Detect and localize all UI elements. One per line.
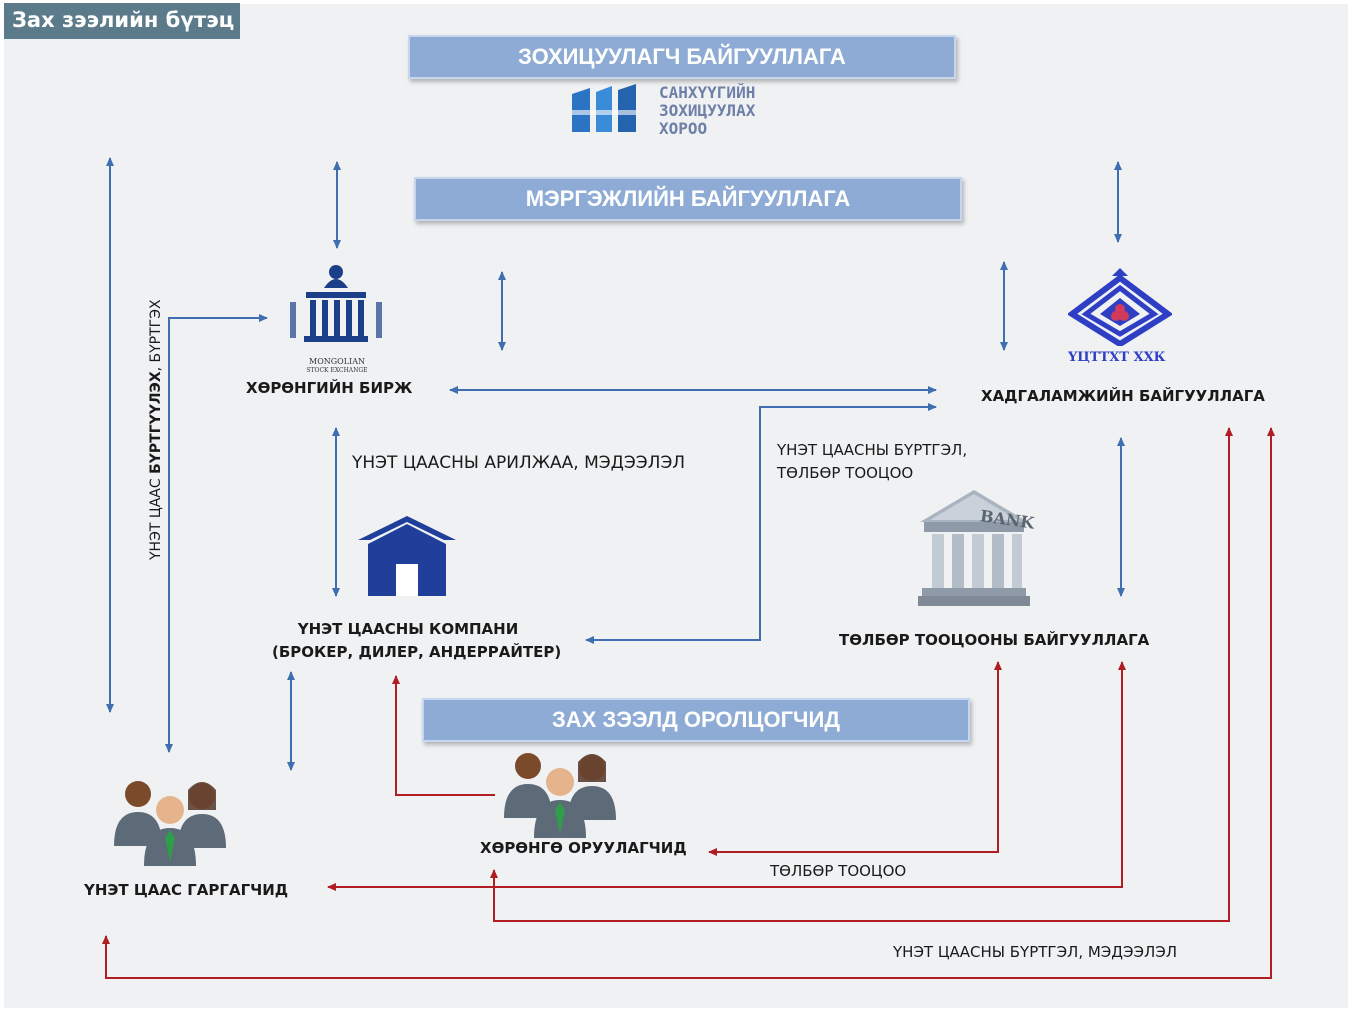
node-issuers: ҮНЭТ ЦААС ГАРГАГЧИД xyxy=(84,881,289,899)
edge-label-registration-payment-1: ҮНЭТ ЦААСНЫ БҮРТГЭЛ, xyxy=(777,441,968,459)
edge-label-payment: ТӨЛБӨР ТООЦОО xyxy=(770,862,907,880)
edge-label-trading-info: ҮНЭТ ЦААСНЫ АРИЛЖАА, МЭДЭЭЛЭЛ xyxy=(352,453,686,473)
edge-label-registration-info: ҮНЭТ ЦААСНЫ БҮРТГЭЛ, МЭДЭЭЛЭЛ xyxy=(893,943,1177,961)
vertical-label-bold: БҮРТГҮҮЛЭХ xyxy=(148,371,164,474)
stock-exchange-logo-caption-2: STOCK EXCHANGE xyxy=(306,367,368,374)
edge-label-vertical-registration: ҮНЭТ ЦААС БҮРТГҮҮЛЭХ, БҮРТГЭХ xyxy=(148,299,164,560)
page-title: Зах зээлийн бүтэц xyxy=(4,3,240,39)
node-investors: ХӨРӨНГӨ ОРУУЛАГЧИД xyxy=(480,839,687,857)
regulator-logo-line3: ХОРОО xyxy=(659,119,708,138)
depository-logo-caption: ҮЦТТХТ ХХК xyxy=(1068,350,1166,365)
node-securities-company-line1: ҮНЭТ ЦААСНЫ КОМПАНИ xyxy=(297,620,519,638)
regulator-logo-line2: ЗОХИЦУУЛАХ xyxy=(659,101,756,120)
stock-exchange-logo-icon xyxy=(290,265,382,342)
node-stock-exchange: ХӨРӨНГИЙН БИРЖ xyxy=(246,379,413,397)
arrow-depository-issuers xyxy=(102,427,1275,979)
house-icon xyxy=(358,516,456,596)
professional-banner: МЭРГЭЖЛИЙН БАЙГУУЛЛАГА xyxy=(414,177,962,221)
depository-logo-icon xyxy=(1068,268,1172,346)
node-securities-company-line2: (БРОКЕР, ДИЛЕР, АНДЕРРАЙТЕР) xyxy=(272,643,562,661)
issuers-people-icon xyxy=(114,781,226,866)
investors-people-icon xyxy=(504,753,616,838)
regulator-banner: ЗОХИЦУУЛАГЧ БАЙГУУЛЛАГА xyxy=(408,35,956,79)
vertical-label-prefix: ҮНЭТ ЦААС xyxy=(148,473,164,560)
edge-label-registration-payment-2: ТӨЛБӨР ТООЦОО xyxy=(777,464,914,482)
vertical-label-suffix: , БҮРТГЭХ xyxy=(148,299,164,372)
stock-exchange-logo-caption-1: MONGOLIAN xyxy=(309,357,365,366)
bank-building-icon xyxy=(918,490,1030,606)
node-depository: ХАДГАЛАМЖИЙН БАЙГУУЛЛАГА xyxy=(981,387,1265,405)
participants-banner: ЗАХ ЗЭЭЛД ОРОЛЦОГЧИД xyxy=(422,698,970,742)
regulator-logo-icon xyxy=(572,84,636,132)
regulator-logo-line1: САНХҮҮГИЙН xyxy=(659,83,756,102)
node-settlement-org: ТӨЛБӨР ТООЦООНЫ БАЙГУУЛЛАГА xyxy=(839,631,1150,649)
